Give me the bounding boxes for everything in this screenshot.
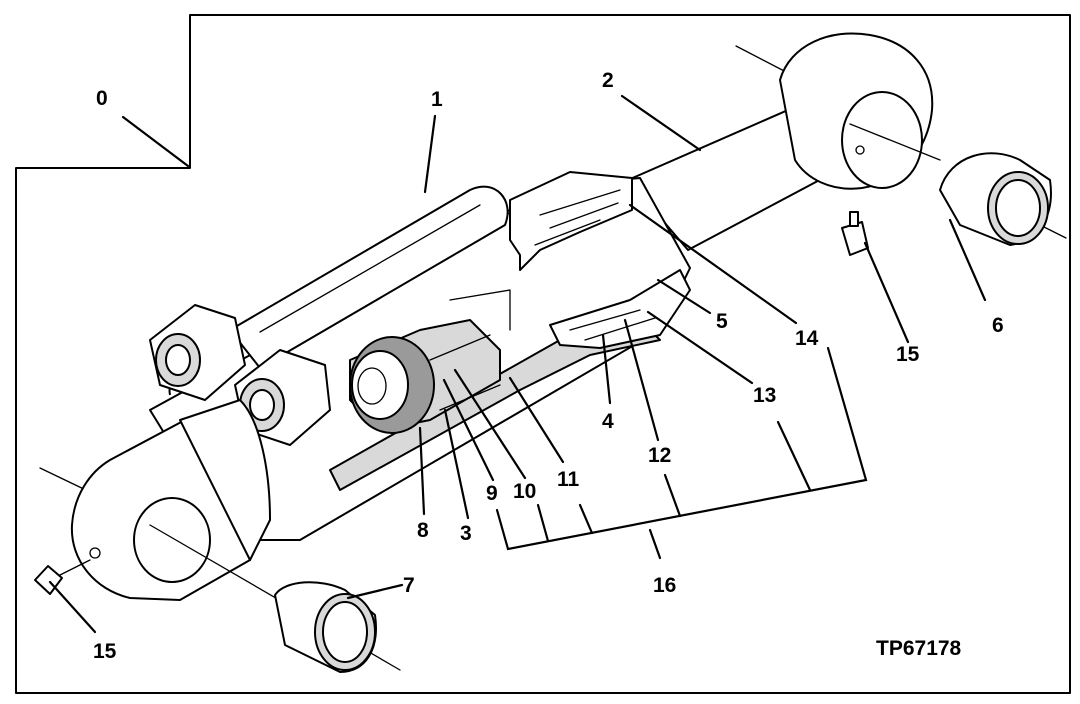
cylinder-barrel (149, 171, 691, 541)
callout-11: 11 (557, 468, 580, 491)
figure-reference-code: TP67178 (876, 637, 962, 660)
bushing-base-end (274, 581, 377, 673)
callout-2: 2 (602, 69, 614, 92)
figure-border (15, 14, 1071, 694)
callout-15-base-end: 15 (93, 640, 117, 663)
callout-15-rod-end: 15 (896, 343, 920, 366)
callout-4: 4 (602, 410, 614, 433)
piston-rod (627, 32, 1067, 251)
callout-9: 9 (486, 482, 498, 505)
leader-lines (48, 94, 987, 634)
bushing-rod-end (939, 152, 1052, 246)
callout-labels: 0 1 2 3 4 5 6 7 8 9 10 11 12 13 14 15 15… (93, 69, 1004, 663)
callout-3: 3 (460, 522, 472, 545)
callout-1: 1 (431, 88, 443, 111)
base-end-clevis (39, 399, 401, 671)
callout-14: 14 (795, 327, 819, 350)
callout-7: 7 (403, 574, 415, 597)
callout-16: 16 (653, 574, 676, 597)
grease-fitting-rod-end (841, 211, 869, 256)
callout-12: 12 (648, 444, 671, 467)
callout-13: 13 (753, 384, 776, 407)
callout-8: 8 (417, 519, 429, 542)
callout-5: 5 (716, 310, 728, 333)
callout-10: 10 (513, 480, 536, 503)
callout-0: 0 (96, 87, 108, 110)
callout-6: 6 (992, 314, 1004, 337)
